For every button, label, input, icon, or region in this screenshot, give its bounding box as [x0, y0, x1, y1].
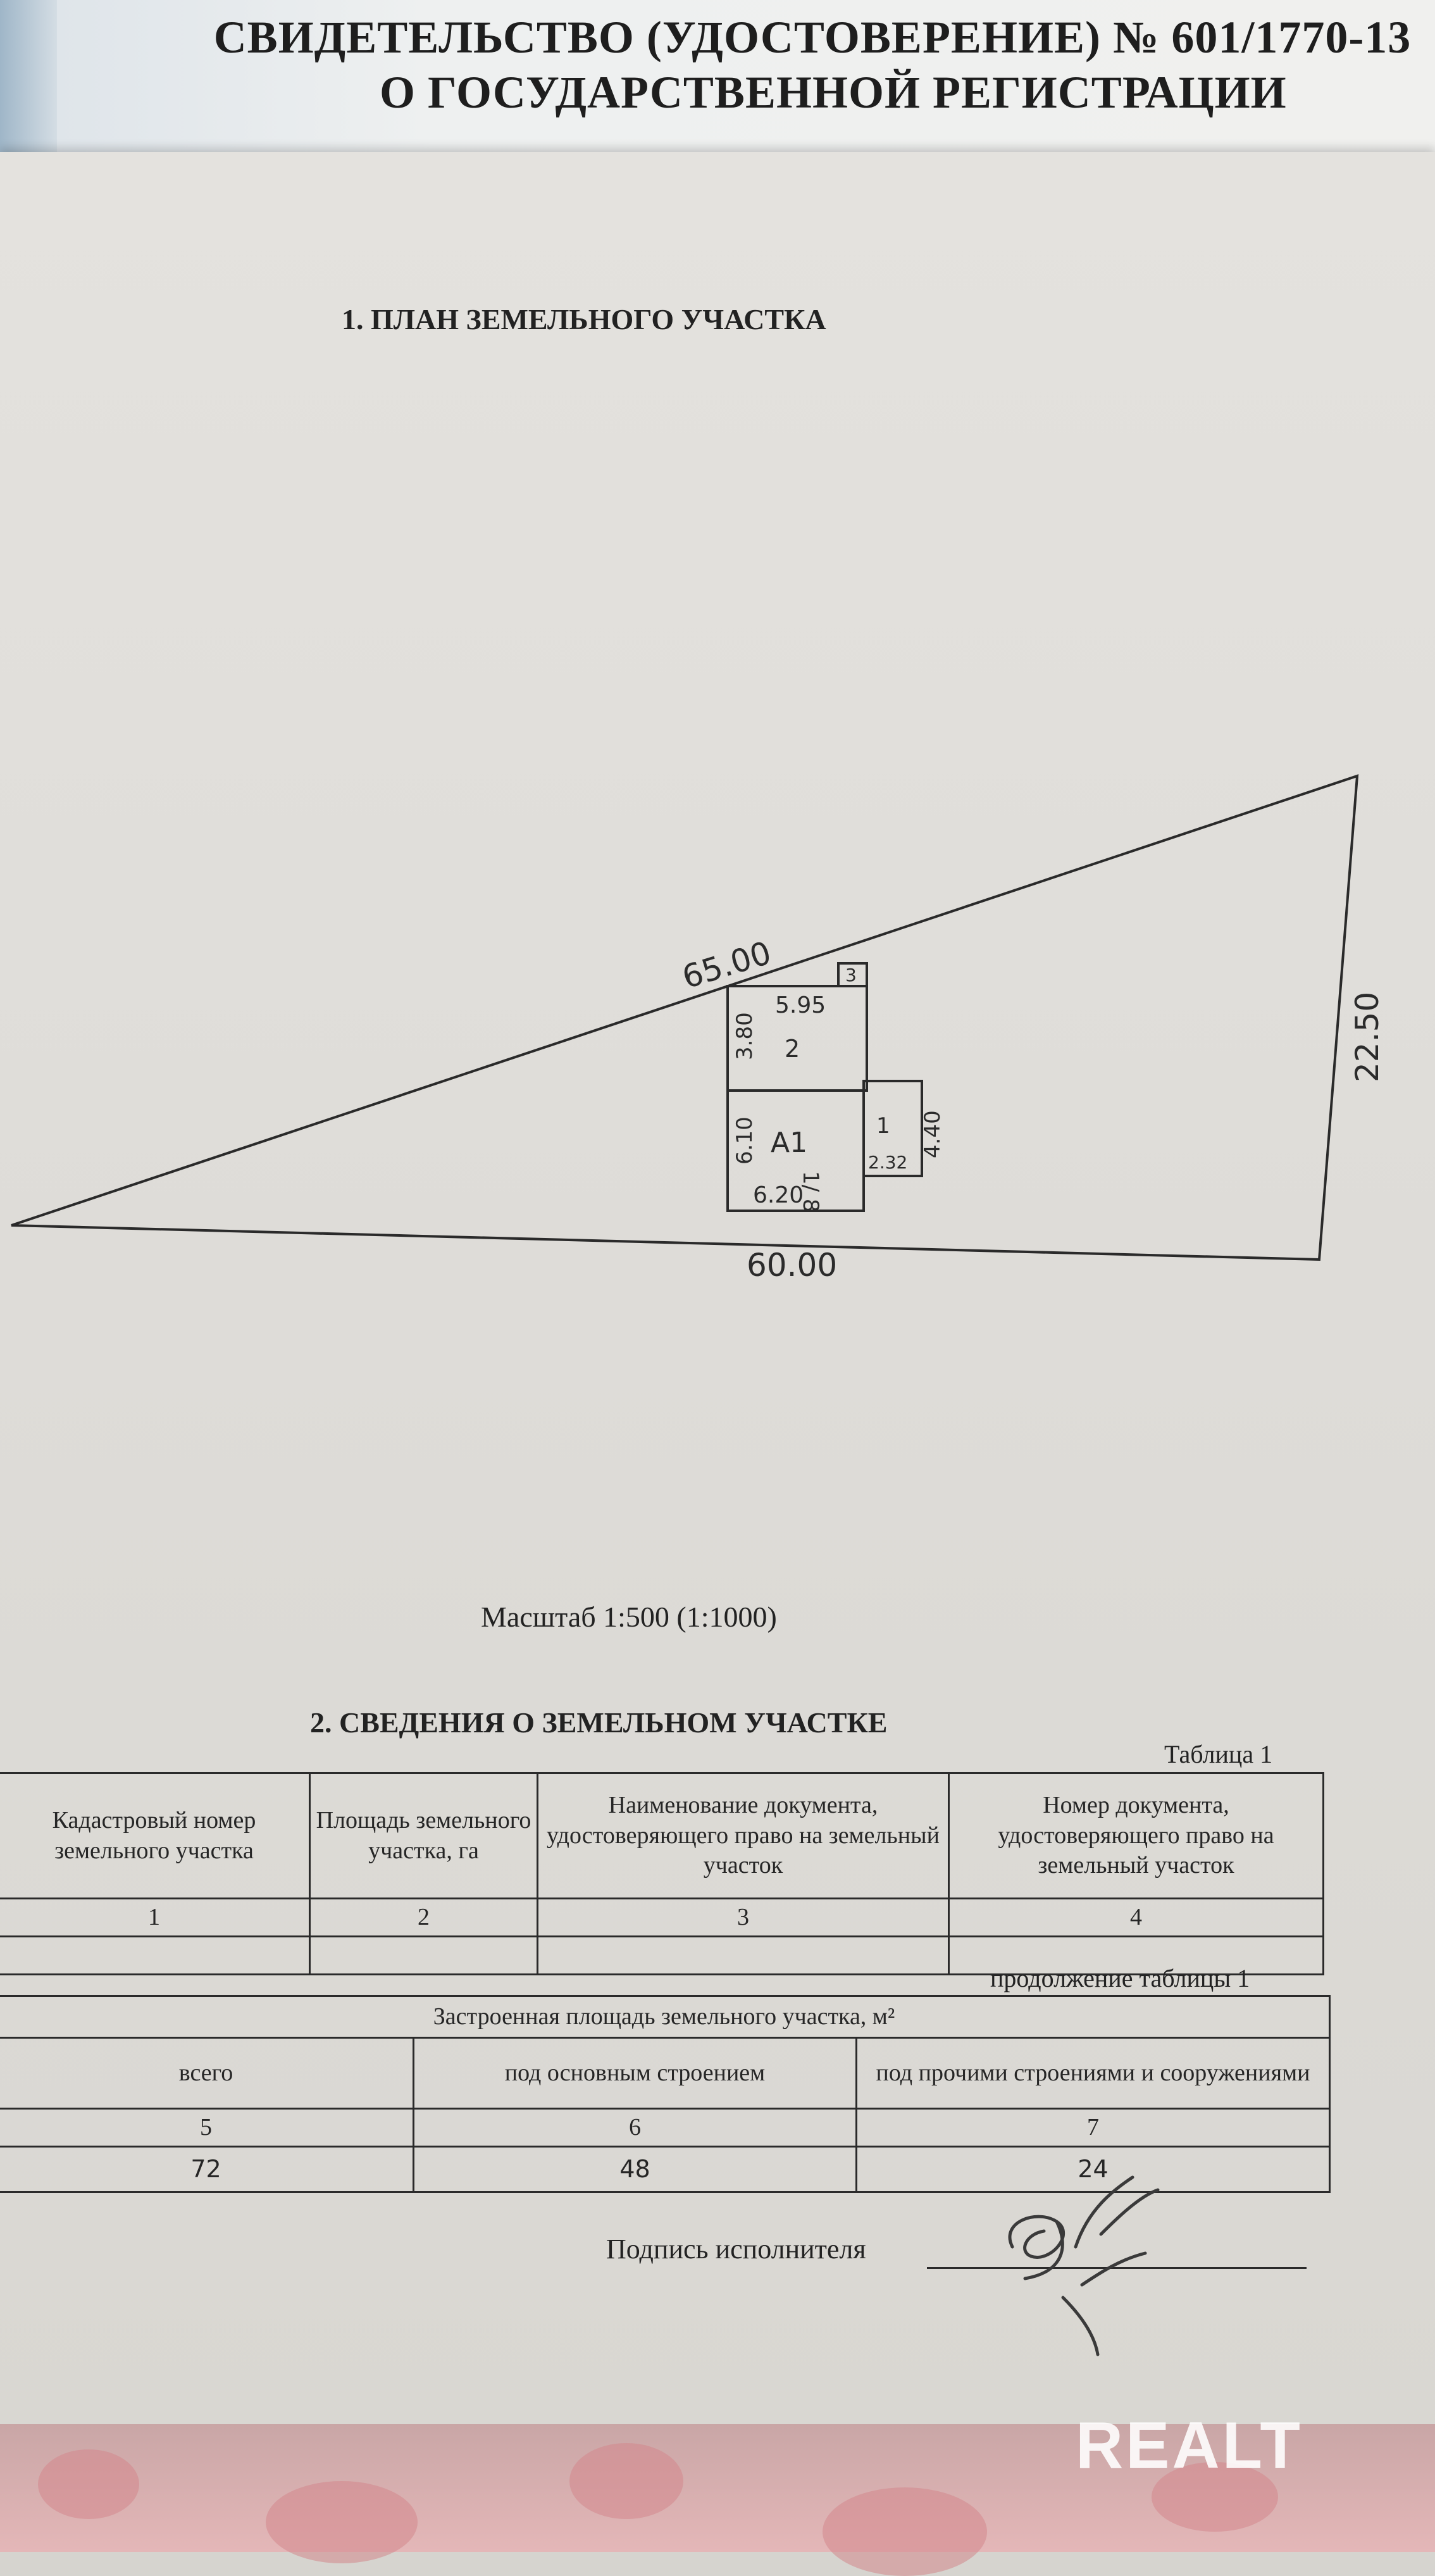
- table2-value-main: 48: [413, 2146, 857, 2193]
- table2-num-6: 6: [413, 2108, 857, 2148]
- b2-height-label: 3.80: [732, 1012, 757, 1060]
- b2-width-label: 5.95: [775, 992, 826, 1018]
- signature-line: [927, 2267, 1307, 2269]
- table1-value-3: [537, 1935, 950, 1975]
- certificate-title-line2: О ГОСУДАРСТВЕННОЙ РЕГИСТРАЦИИ: [380, 67, 1287, 118]
- signature-mark: [1008, 2175, 1160, 2356]
- section1-title: 1. ПЛАН ЗЕМЕЛЬНОГО УЧАСТКА: [342, 303, 826, 335]
- table1-header-area: Площадь земельного участка, га: [309, 1772, 538, 1899]
- table1-num-1: 1: [0, 1898, 311, 1937]
- side-bottom-label: 60.00: [747, 1247, 837, 1284]
- table1-num-4: 4: [948, 1898, 1324, 1937]
- continuation-label: продолжение таблицы 1: [990, 1964, 1250, 1992]
- table-1: Кадастровый номер земельного участка Пло…: [0, 1772, 1324, 1975]
- annex-1-height-label: 4.40: [920, 1110, 945, 1158]
- table2-value-total: 72: [0, 2146, 414, 2193]
- table2-value-row: 72 48 24: [0, 2146, 1331, 2193]
- b3-number: 3: [845, 965, 857, 985]
- table1-header-cadastral: Кадастровый номер земельного участка: [0, 1772, 311, 1899]
- plot-boundary: [11, 774, 1359, 1261]
- table2-value-other: 24: [855, 2146, 1331, 2193]
- table2-title-row: Застроенная площадь земельного участка, …: [0, 1995, 1331, 2039]
- annex-1-number: 1: [876, 1113, 890, 1139]
- table2-title: Застроенная площадь земельного участка, …: [0, 1995, 1331, 2039]
- table2-header-main: под основным строением: [413, 2037, 857, 2110]
- table1-header-doc-name: Наименование документа, удостоверяющего …: [537, 1772, 950, 1899]
- table2-num-5: 5: [0, 2108, 414, 2148]
- table2-header-total: всего: [0, 2037, 414, 2110]
- b2-number: 2: [785, 1035, 800, 1063]
- building-3-outline: [837, 962, 868, 987]
- signature-label: Подпись исполнителя: [606, 2234, 866, 2265]
- table1-value-1: [0, 1935, 311, 1975]
- table1-num-3: 3: [537, 1898, 950, 1937]
- main-height-label: 6.10: [732, 1116, 757, 1165]
- certificate-title-line1: СВИДЕТЕЛЬСТВО (УДОСТОВЕРЕНИЕ) № 601/1770…: [213, 12, 1412, 63]
- table1-header-row: Кадастровый номер земельного участка Пло…: [0, 1772, 1324, 1899]
- table1-num-2: 2: [309, 1898, 538, 1937]
- table2-header-row: всего под основным строением под прочими…: [0, 2037, 1331, 2110]
- table1-value-row: [0, 1935, 1324, 1975]
- table2-number-row: 5 6 7: [0, 2108, 1331, 2148]
- side-right-label: 22.50: [1349, 992, 1386, 1082]
- table1-label: Таблица 1: [1164, 1740, 1273, 1768]
- annex-1-outline: [862, 1080, 923, 1177]
- table-1-continued: Застроенная площадь земельного участка, …: [0, 1995, 1331, 2193]
- table2-num-7: 7: [855, 2108, 1331, 2148]
- table2-header-other: под прочими строениями и сооружениями: [855, 2037, 1331, 2110]
- table1-header-doc-number: Номер документа, удостоверяющего право н…: [948, 1772, 1324, 1899]
- table1-value-4: [948, 1935, 1324, 1975]
- realt-watermark-logo: REALT: [1076, 2409, 1303, 2482]
- annex-1-width-label: 2.32: [868, 1152, 907, 1173]
- land-plot-plan: 65.00 60.00 22.50 5.95 3.80 2 3 6.10 6.2…: [11, 774, 1386, 1284]
- scale-label: Масштаб 1:500 (1:1000): [481, 1601, 777, 1633]
- main-letter: А1: [771, 1127, 807, 1159]
- main-fraction: 1/ 8: [798, 1171, 823, 1213]
- section2-title: 2. СВЕДЕНИЯ О ЗЕМЕЛЬНОМ УЧАСТКЕ: [310, 1706, 888, 1739]
- main-width-label: 6.20: [753, 1182, 804, 1208]
- table1-number-row: 1 2 3 4: [0, 1898, 1324, 1937]
- table1-value-2: [309, 1935, 538, 1975]
